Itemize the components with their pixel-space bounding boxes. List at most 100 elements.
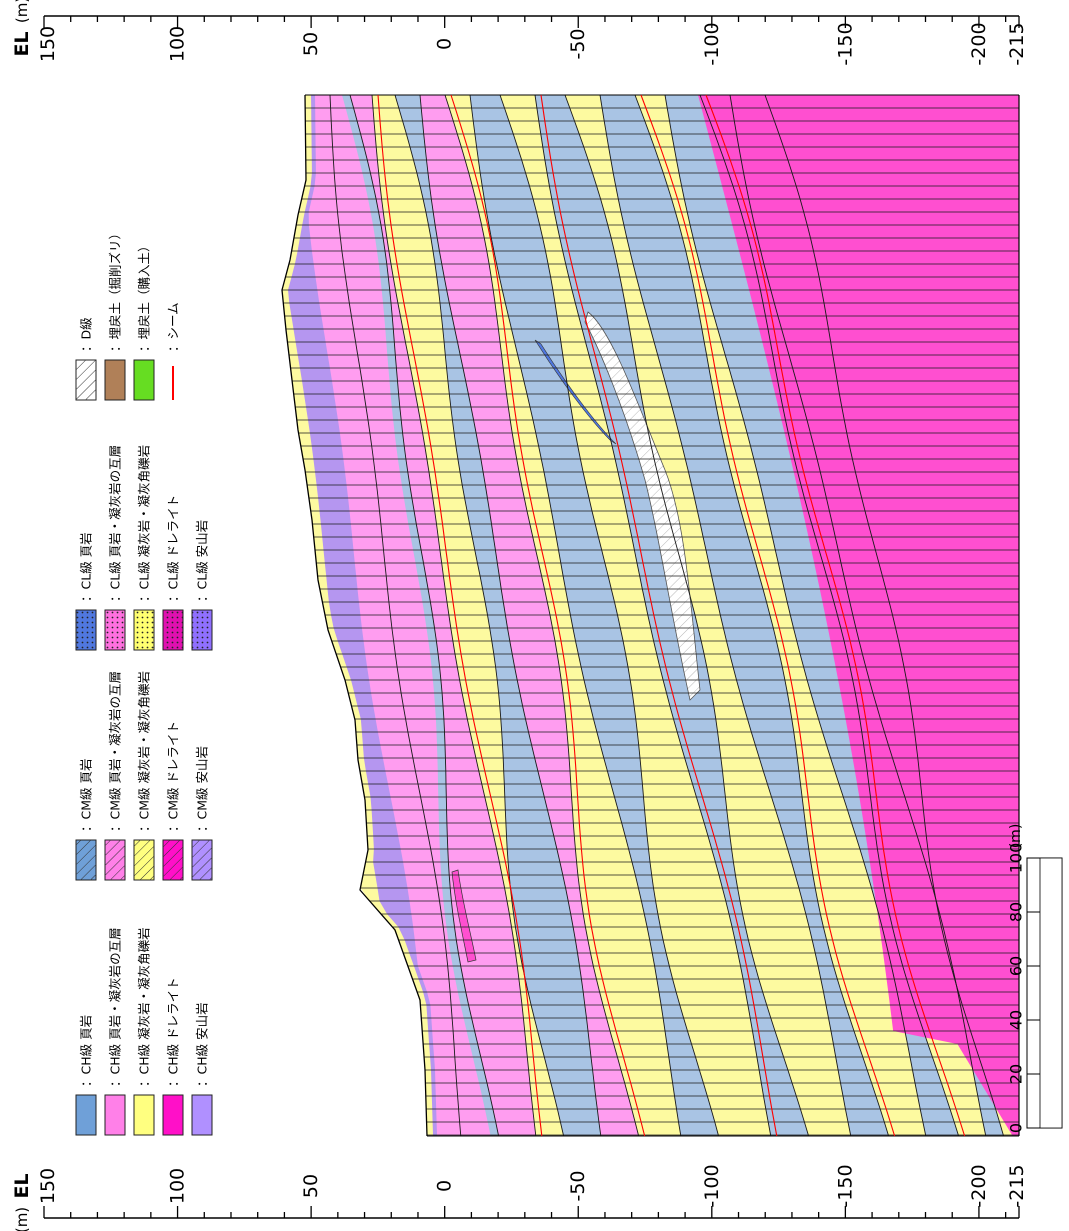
legend-label: ：シーム — [166, 302, 181, 352]
bottom-tick-label: 150 — [37, 1168, 59, 1204]
legend-label: ：埋戻土（購入土） — [137, 239, 152, 352]
top-tick-label: -100 — [701, 22, 723, 65]
top-unit-label: (m) — [13, 0, 31, 23]
legend-item: ：CM級 凝灰岩・凝灰角礫岩 — [133, 671, 155, 881]
legend-swatch — [133, 1094, 155, 1136]
legend: ：CH級 頁岩 ：CH級 頁岩・凝灰岩の互層 ：CH級 凝灰岩・凝灰角礫岩 ：CH級 … — [75, 227, 213, 1136]
legend-item: ：CM級 ドレライト — [162, 721, 184, 881]
legend-item: ：CM級 頁岩・凝灰岩の互層 — [104, 671, 126, 881]
legend-swatch-hatch — [134, 840, 154, 880]
layer-boundary — [329, 94, 462, 1137]
legend-item: ：CL級 頁岩 — [75, 532, 97, 651]
legend-item: ：CM級 安山岩 — [191, 746, 213, 881]
legend-label: ：CM級 ドレライト — [166, 721, 181, 832]
legend-item: ：埋戻土（購入土） — [133, 239, 155, 401]
legend-label: ：D級 — [79, 317, 94, 352]
layer-boundary — [349, 94, 500, 1137]
layer-boundary — [499, 94, 720, 1137]
legend-item: ：D級 — [75, 317, 97, 401]
legend-item: ：CH級 凝灰岩・凝灰角礫岩 — [133, 927, 155, 1136]
bottom-tick-label: -200 — [968, 1164, 990, 1207]
legend-swatch — [191, 1094, 213, 1136]
legend-item: ：CM級 頁岩 — [75, 759, 97, 881]
layer-boundary — [764, 94, 1005, 1137]
legend-swatch-dots — [192, 610, 212, 650]
layer-boundary — [664, 94, 927, 1137]
d-class-hatch — [585, 312, 700, 700]
bottom-unit-label: (m) — [13, 1207, 31, 1231]
bottom-tick-label: 100 — [167, 1168, 189, 1204]
legend-label: ：CL級 ドレライト — [166, 495, 181, 602]
seam-line — [640, 94, 896, 1137]
layer-boundary — [419, 94, 602, 1137]
legend-label: ：CL級 安山岩 — [195, 520, 210, 602]
legend-item: ：CH級 安山岩 — [191, 1002, 213, 1136]
bottom-el-label: EL — [11, 1173, 33, 1198]
legend-swatch — [104, 1094, 126, 1136]
top-tick-label: 150 — [37, 26, 59, 62]
layer-boundary — [371, 94, 537, 1137]
top-tick-label: -200 — [968, 22, 990, 65]
legend-swatch-hatch — [76, 840, 96, 880]
legend-label: ：CL級 頁岩 — [79, 532, 94, 602]
cl-shale-band — [534, 339, 617, 445]
seam-line — [705, 94, 966, 1137]
legend-label: ：CM級 頁岩・凝灰岩の互層 — [108, 671, 123, 832]
geologic-cross-section — [281, 94, 1020, 1137]
legend-swatch — [162, 1094, 184, 1136]
legend-label: ：CH級 安山岩 — [195, 1002, 210, 1087]
legend-label: ：埋戻土（掘削ズリ） — [108, 227, 123, 352]
scale-bar-tick-label: 100 — [1007, 843, 1026, 874]
legend-item: ：CH級 頁岩・凝灰岩の互層 — [104, 927, 126, 1136]
layer-boundary — [469, 94, 682, 1137]
legend-label: ：CH級 頁岩・凝灰岩の互層 — [108, 927, 123, 1087]
scale-bar-tick-label: 0 — [1007, 1123, 1026, 1133]
legend-item: ：CL級 頁岩・凝灰岩の互層 — [104, 445, 126, 651]
legend-swatch — [133, 359, 155, 401]
legend-swatch-dots — [163, 610, 183, 650]
seam-line — [377, 94, 543, 1137]
legend-label: ：CM級 安山岩 — [195, 746, 210, 832]
scale-bar-tick-label: 60 — [1007, 956, 1026, 976]
legend-label: ：CM級 凝灰岩・凝灰角礫岩 — [137, 671, 152, 832]
legend-label: ：CL級 頁岩・凝灰岩の互層 — [108, 445, 123, 602]
top-tick-label: 50 — [300, 32, 322, 56]
legend-item: ：CL級 安山岩 — [191, 520, 213, 651]
legend-swatch-dots — [76, 610, 96, 650]
layer-boundary — [444, 94, 640, 1137]
top-tick-label: -50 — [567, 28, 589, 59]
top-tick-label: 0 — [434, 38, 456, 50]
legend-swatch — [75, 1094, 97, 1136]
legend-swatch-hatch — [105, 840, 125, 880]
bottom-tick-label: 0 — [434, 1180, 456, 1192]
seam-line — [450, 94, 646, 1137]
layer-boundary — [599, 94, 852, 1137]
legend-label: ：CL級 凝灰岩・凝灰角礫岩 — [137, 445, 152, 602]
legend-label: ：CH級 凝灰岩・凝灰角礫岩 — [137, 927, 152, 1087]
bottom-tick-label: 50 — [300, 1174, 322, 1198]
legend-swatch-hatch — [192, 840, 212, 880]
layer-boundary — [564, 94, 810, 1137]
scale-bar-unit: (m) — [1008, 824, 1024, 849]
bottom-tick-label: -150 — [834, 1164, 856, 1207]
layer-boundary — [634, 94, 890, 1137]
legend-swatch-dots — [134, 610, 154, 650]
legend-item: ：CL級 凝灰岩・凝灰角礫岩 — [133, 445, 155, 651]
layer-boundary — [534, 94, 772, 1137]
legend-item: ：CL級 ドレライト — [162, 495, 184, 651]
layer-boundary — [729, 94, 987, 1137]
top-tick-label: -150 — [834, 22, 856, 65]
ground-surface — [281, 94, 428, 1137]
legend-item: ：CH級 頁岩 — [75, 1015, 97, 1136]
legend-label: ：CH級 ドレライト — [166, 977, 181, 1087]
scale-bar-tick-label: 80 — [1007, 902, 1026, 922]
legend-label: ：CM級 頁岩 — [79, 759, 94, 833]
scale-bar-tick-label: 40 — [1007, 1010, 1026, 1030]
seam-line — [540, 94, 778, 1137]
legend-swatch-dots — [105, 610, 125, 650]
legend-item: ：CH級 ドレライト — [162, 977, 184, 1136]
legend-swatch-hatch — [163, 840, 183, 880]
